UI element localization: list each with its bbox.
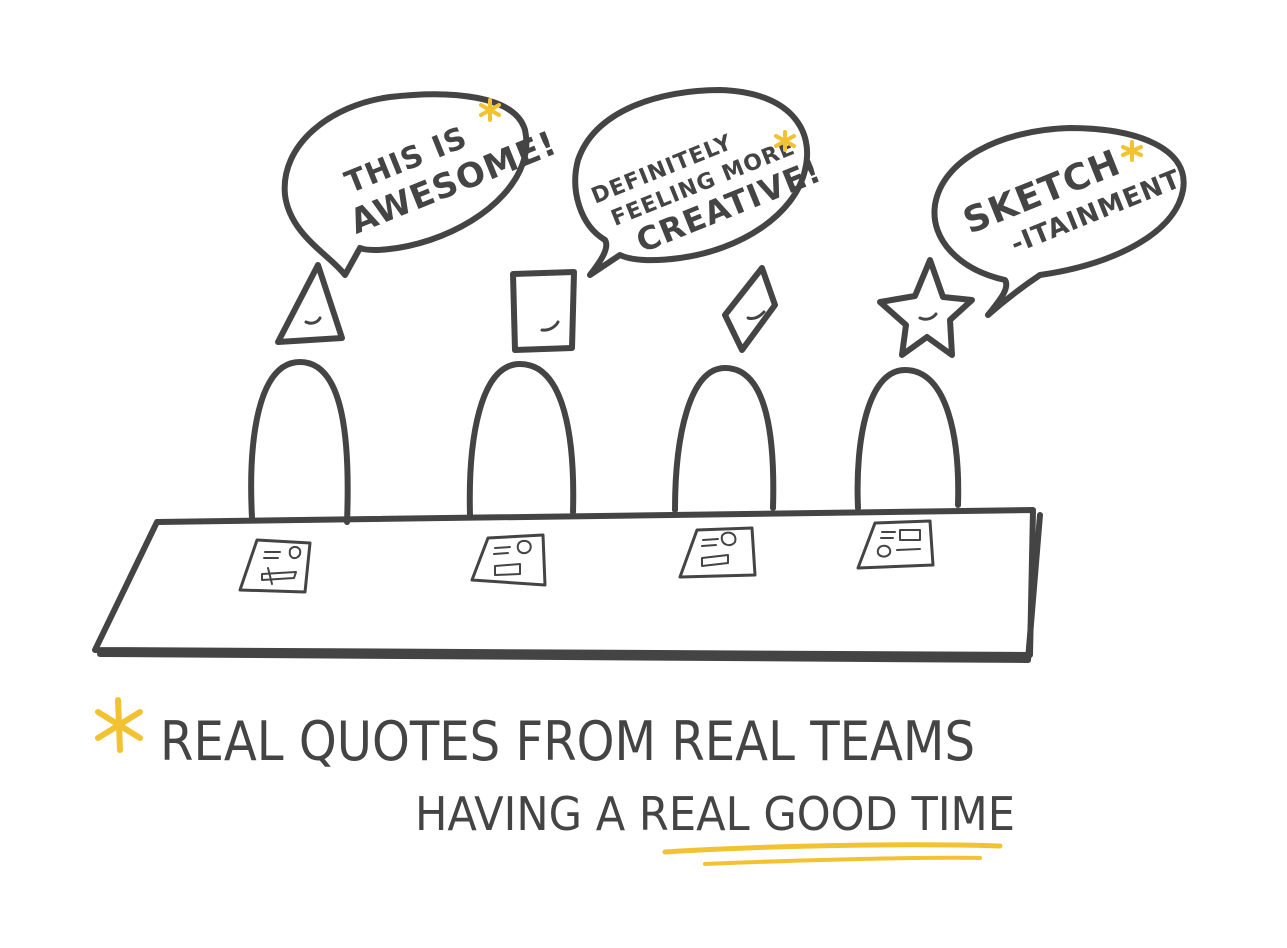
person-body-4 — [854, 367, 962, 511]
speech-bubble-1: THIS IS AWESOME! — [281, 91, 563, 278]
sparkle-icon — [774, 130, 796, 152]
person-body-1 — [248, 359, 351, 525]
sketch-card-4 — [856, 519, 935, 570]
triangle-head-icon — [275, 262, 345, 345]
sketch-card-2 — [470, 533, 547, 587]
underline-accent — [662, 842, 1003, 866]
square-head-icon — [510, 269, 577, 353]
sketch-card-1 — [238, 538, 312, 594]
diamond-head-icon — [722, 265, 778, 353]
table — [92, 507, 1043, 663]
speech-bubble-3: SKETCH -ITAINMENT — [931, 125, 1187, 318]
sketch-card-3 — [678, 526, 757, 579]
sparkle-icon — [479, 98, 501, 122]
caption-line-2: HAVING A REAL GOOD TIME — [415, 787, 1015, 841]
star-head-icon — [877, 257, 975, 358]
person-body-2 — [466, 361, 577, 518]
caption-sparkle-icon — [95, 697, 143, 753]
caption-line-1: REAL QUOTES FROM REAL TEAMS — [160, 710, 975, 773]
person-body-3 — [672, 365, 777, 513]
sparkle-icon — [1121, 140, 1143, 162]
speech-bubble-2: DEFINITELY FEELING MORE CREATIVE! — [572, 87, 827, 278]
